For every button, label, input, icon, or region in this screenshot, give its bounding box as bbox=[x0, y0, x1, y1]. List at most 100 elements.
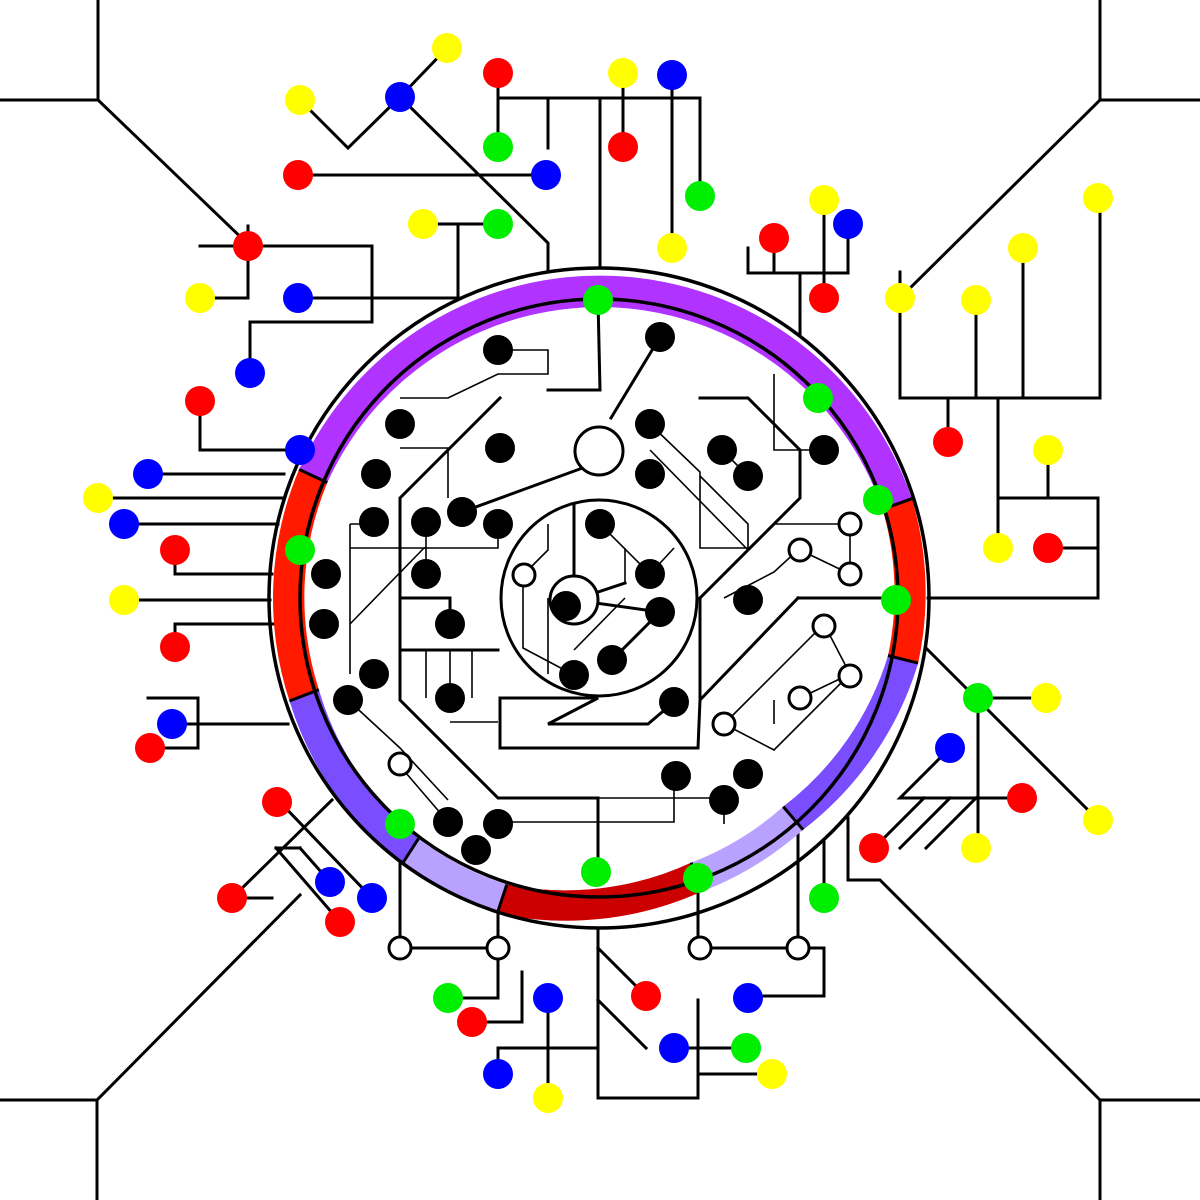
black-node bbox=[809, 435, 839, 465]
green-node bbox=[881, 585, 911, 615]
trace bbox=[595, 997, 649, 1051]
hollow-node bbox=[837, 663, 863, 689]
black-node bbox=[733, 585, 763, 615]
hollow-node bbox=[387, 751, 413, 777]
trace bbox=[273, 845, 343, 925]
yellow-node bbox=[432, 33, 462, 63]
trace bbox=[198, 244, 374, 375]
ring-segment-purple bbox=[299, 275, 912, 510]
black-node bbox=[635, 409, 665, 439]
black-node bbox=[661, 761, 691, 791]
yellow-node bbox=[1033, 435, 1063, 465]
black-node bbox=[709, 785, 739, 815]
blue-node bbox=[357, 883, 387, 913]
black-node bbox=[311, 559, 341, 589]
trace bbox=[758, 946, 826, 998]
red-node bbox=[1007, 783, 1037, 813]
trace bbox=[698, 396, 802, 702]
ring-segment-violet-right bbox=[783, 655, 919, 830]
green-node bbox=[803, 383, 833, 413]
green-node bbox=[683, 863, 713, 893]
blue-node bbox=[283, 283, 313, 313]
trace bbox=[398, 818, 500, 950]
ring-segment-lavender-left bbox=[401, 838, 507, 914]
trace bbox=[746, 222, 850, 275]
black-node bbox=[483, 335, 513, 365]
red-node bbox=[483, 58, 513, 88]
large-hollow-node bbox=[573, 425, 625, 477]
yellow-node bbox=[961, 285, 991, 315]
green-node bbox=[581, 857, 611, 887]
blue-node bbox=[935, 733, 965, 763]
yellow-node bbox=[1083, 183, 1113, 213]
yellow-node bbox=[1008, 233, 1038, 263]
blue-node bbox=[157, 709, 187, 739]
black-node bbox=[461, 835, 491, 865]
red-node bbox=[160, 632, 190, 662]
red-node bbox=[325, 907, 355, 937]
yellow-node bbox=[885, 283, 915, 313]
central-hub-ring bbox=[499, 498, 699, 698]
black-node bbox=[597, 645, 627, 675]
red-node bbox=[1033, 533, 1063, 563]
trace bbox=[198, 399, 302, 452]
blue-node bbox=[285, 435, 315, 465]
green-node bbox=[385, 809, 415, 839]
yellow-node bbox=[809, 185, 839, 215]
green-node bbox=[685, 181, 715, 211]
corner-line-top-right bbox=[1098, 0, 1200, 102]
hollow-node bbox=[687, 935, 713, 961]
black-node bbox=[411, 507, 441, 537]
black-node bbox=[551, 591, 581, 621]
green-node bbox=[483, 209, 513, 239]
trace bbox=[173, 622, 276, 649]
black-node bbox=[659, 687, 689, 717]
red-node bbox=[457, 1007, 487, 1037]
trace bbox=[275, 797, 375, 901]
black-node bbox=[435, 609, 465, 639]
red-node bbox=[233, 231, 263, 261]
black-node bbox=[447, 497, 477, 527]
trace bbox=[297, 45, 450, 151]
yellow-node bbox=[185, 283, 215, 313]
yellow-node bbox=[657, 233, 687, 263]
blue-node bbox=[733, 983, 763, 1013]
hollow-node bbox=[811, 613, 837, 639]
black-node bbox=[733, 759, 763, 789]
black-node bbox=[733, 461, 763, 491]
red-node bbox=[809, 283, 839, 313]
trace bbox=[608, 334, 663, 421]
hollow-node bbox=[485, 935, 511, 961]
yellow-node bbox=[1083, 805, 1113, 835]
yellow-node bbox=[533, 1083, 563, 1113]
black-node bbox=[645, 597, 675, 627]
blue-node bbox=[657, 60, 687, 90]
corner-line-bottom-right-diagonal bbox=[846, 816, 1103, 1103]
red-node bbox=[135, 733, 165, 763]
yellow-node bbox=[983, 533, 1013, 563]
hollow-node bbox=[511, 562, 537, 588]
trace bbox=[398, 395, 600, 872]
green-node bbox=[809, 883, 839, 913]
green-node bbox=[731, 1033, 761, 1063]
green-node bbox=[583, 285, 613, 315]
black-node bbox=[645, 322, 675, 352]
blue-node bbox=[315, 867, 345, 897]
blue-node bbox=[385, 82, 415, 112]
black-node bbox=[435, 683, 465, 713]
yellow-node bbox=[285, 85, 315, 115]
trace bbox=[496, 96, 702, 198]
trace bbox=[446, 958, 500, 1000]
trace bbox=[896, 745, 1024, 800]
black-node bbox=[585, 509, 615, 539]
yellow-node bbox=[961, 833, 991, 863]
corner-line-top-right-diagonal bbox=[897, 97, 1103, 301]
hollow-node bbox=[787, 537, 813, 563]
corner-line-top-left-diagonal bbox=[95, 97, 253, 249]
ring-outer-edge bbox=[267, 266, 931, 930]
red-node bbox=[283, 160, 313, 190]
blue-node bbox=[109, 509, 139, 539]
blue-node bbox=[833, 209, 863, 239]
outer-traces bbox=[96, 45, 1102, 1100]
